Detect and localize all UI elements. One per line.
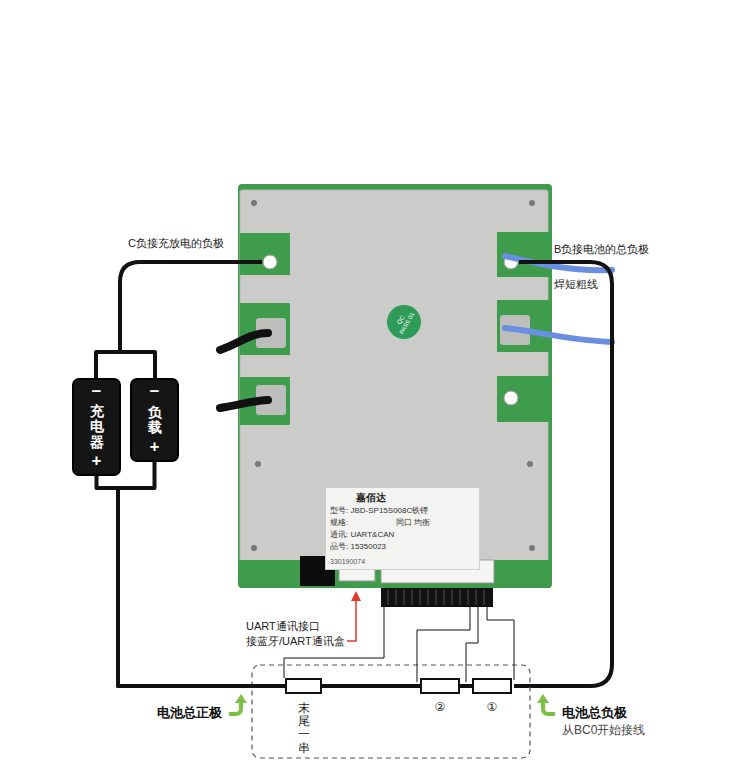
node-text: 负载 xyxy=(148,405,162,436)
blue-cable xyxy=(505,328,612,342)
screw xyxy=(251,545,257,551)
screw xyxy=(251,200,257,206)
terminal-pad xyxy=(497,376,550,422)
wire-connector xyxy=(322,684,420,688)
product-label: 嘉佰达型号: JBD-SP15S008C铁锂规格: 同口 均衡通讯: UART&C… xyxy=(325,487,480,570)
terminal-pad xyxy=(240,233,290,275)
green-arrow xyxy=(543,702,555,714)
node-text: 型号: JBD-SP15S008C铁锂 xyxy=(330,507,428,516)
battery-cell: ② xyxy=(420,678,460,694)
screw xyxy=(255,461,261,467)
battery-pack-outline xyxy=(252,665,530,758)
screw xyxy=(529,545,535,551)
node-text: 品号: 15350023 xyxy=(330,543,386,552)
terminal-note: C负接充放电的负极 xyxy=(128,237,224,250)
node-text: − xyxy=(92,383,102,402)
balance-plug xyxy=(381,588,493,607)
terminal-label: 电池总负极 xyxy=(562,705,627,721)
terminal-label: 电池总正极 xyxy=(157,705,222,721)
terminal-note: B负接电池的总负极 xyxy=(554,243,649,256)
plug-pins xyxy=(388,590,484,605)
node-text: − xyxy=(150,383,160,402)
screw xyxy=(529,200,535,206)
green-arrowhead xyxy=(235,694,247,703)
port-note: UART通讯接口 xyxy=(246,620,320,633)
node-text: 330190074 xyxy=(330,558,365,566)
wire-note: 焊短粗线 xyxy=(554,278,598,291)
node-text: QC PASS 01 xyxy=(392,308,415,335)
battery-cell: 末尾一串 xyxy=(285,678,322,694)
node-text: 同口 均衡 xyxy=(396,519,430,528)
green-arrowhead xyxy=(537,694,549,703)
red-arrowhead xyxy=(351,591,361,601)
node-text: 末尾一串 xyxy=(298,702,310,755)
c-minus-wire xyxy=(96,262,262,378)
charger-box: − 充电器 + xyxy=(72,378,121,476)
mounting-hole xyxy=(263,255,277,269)
mounting-hole xyxy=(504,391,518,405)
wiring-note: 从BC0开始接线 xyxy=(562,723,645,737)
node-text: + xyxy=(92,452,102,471)
b-minus-wire xyxy=(514,262,612,686)
node-text: + xyxy=(150,438,160,457)
port-note: 接蓝牙/UART通讯盒 xyxy=(246,635,345,648)
node-text: 规格: xyxy=(330,519,348,528)
qc-sticker: QC PASS 01 xyxy=(387,305,421,339)
wire-connector xyxy=(97,476,286,686)
node-text: 嘉佰达 xyxy=(356,492,386,503)
node-text: 充电器 xyxy=(90,404,104,450)
screw xyxy=(527,461,533,467)
terminal-pad xyxy=(240,303,290,355)
node-text: ② xyxy=(435,700,446,714)
sense-wire xyxy=(417,607,470,682)
load-box: − 负载 + xyxy=(130,378,179,462)
black-cable xyxy=(220,333,268,350)
red-pointer xyxy=(347,600,356,641)
wire-connector xyxy=(118,462,285,686)
pcb-board xyxy=(238,184,552,588)
green-arrow xyxy=(229,702,241,714)
black-cable xyxy=(220,400,268,408)
node-text: 通讯: UART&CAN xyxy=(330,531,394,540)
node-text: ① xyxy=(487,700,498,714)
sense-wire xyxy=(466,607,478,682)
wire-connector xyxy=(460,684,472,688)
battery-cell: ① xyxy=(472,678,512,694)
sense-wire xyxy=(487,607,514,680)
